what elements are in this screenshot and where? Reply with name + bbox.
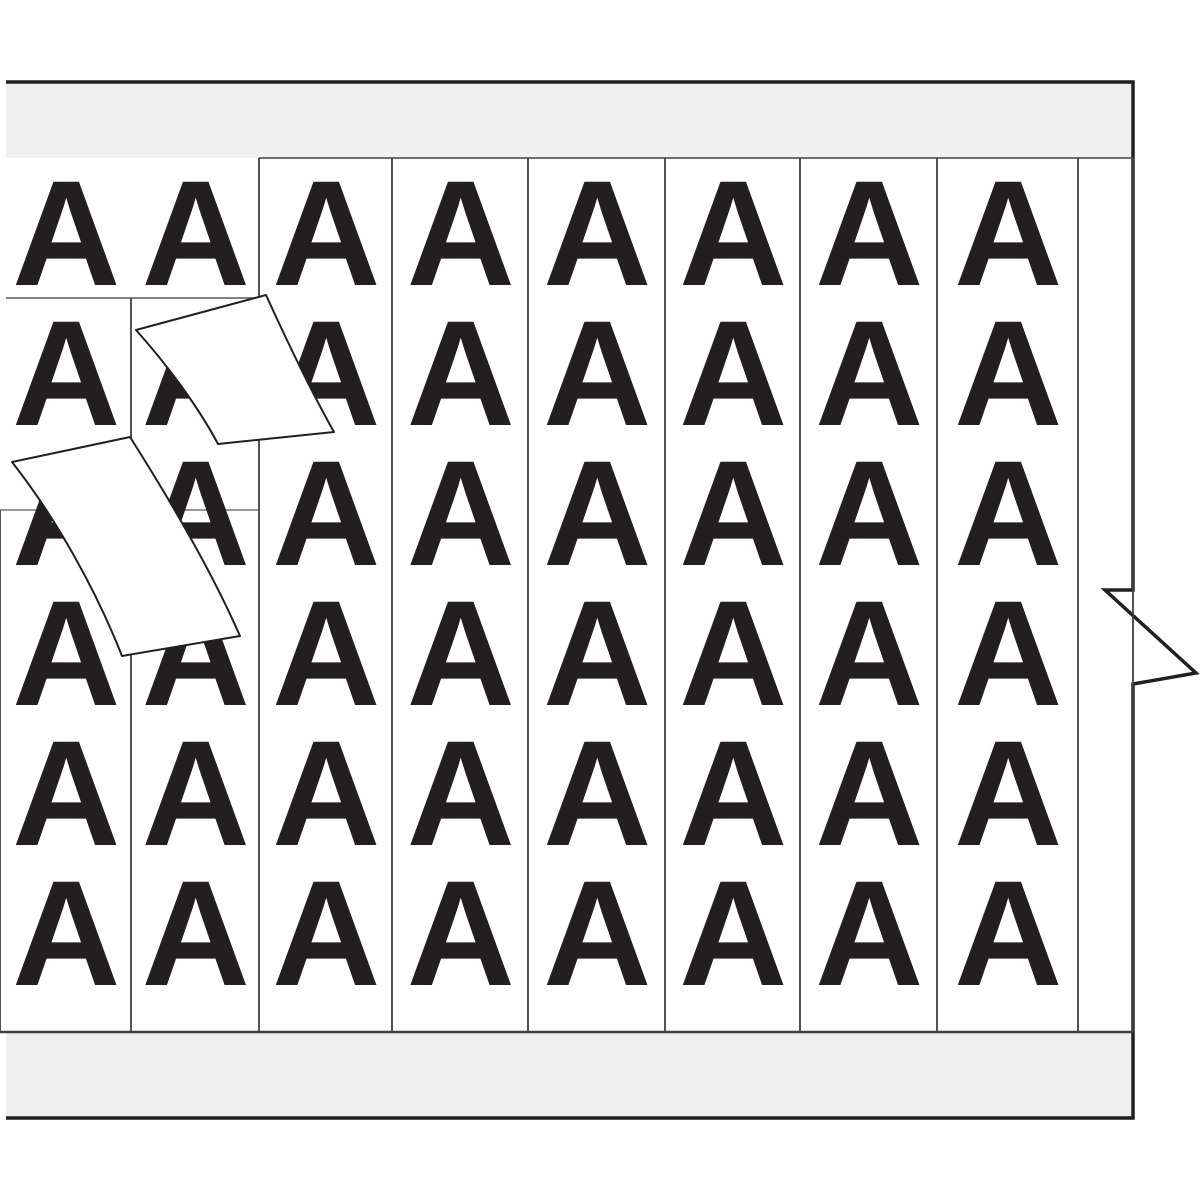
label-letter: A xyxy=(543,849,651,1017)
label-letter: A xyxy=(543,429,651,597)
label-letter: A xyxy=(406,149,515,317)
label-letter: A xyxy=(406,849,515,1017)
label-letter: A xyxy=(12,709,120,877)
label-letter: A xyxy=(406,289,515,457)
label-letter: A xyxy=(12,429,120,597)
label-letter: A xyxy=(141,429,250,597)
label-letter: A xyxy=(954,849,1062,1017)
label-letter: A xyxy=(272,289,380,457)
label-letter: A xyxy=(141,149,250,317)
label-letter: A xyxy=(679,149,787,317)
label-letter: A xyxy=(272,709,380,877)
label-letter: A xyxy=(406,569,515,737)
label-letter: A xyxy=(12,149,120,317)
label-letter: A xyxy=(543,149,651,317)
label-letter: A xyxy=(679,849,787,1017)
label-letter: A xyxy=(543,569,651,737)
label-letter: A xyxy=(12,849,120,1017)
label-letter: A xyxy=(815,149,923,317)
label-letter: A xyxy=(141,849,250,1017)
label-letter: A xyxy=(954,429,1062,597)
label-letter: A xyxy=(543,289,651,457)
label-letter: A xyxy=(141,289,250,457)
label-letter: A xyxy=(954,149,1062,317)
label-letter: A xyxy=(406,709,515,877)
label-letter: A xyxy=(141,569,250,737)
backing-bottom-band xyxy=(6,1032,1133,1118)
label-letter: A xyxy=(954,709,1062,877)
label-letter: A xyxy=(815,849,923,1017)
label-letter: A xyxy=(815,569,923,737)
label-letter: A xyxy=(272,149,380,317)
label-letter: A xyxy=(954,289,1062,457)
label-letter: A xyxy=(815,429,923,597)
label-letter: A xyxy=(406,429,515,597)
label-letter: A xyxy=(954,569,1062,737)
label-letter: A xyxy=(679,289,787,457)
label-letter: A xyxy=(272,429,380,597)
label-letter: A xyxy=(679,429,787,597)
label-letter: A xyxy=(12,289,120,457)
label-letter: A xyxy=(815,709,923,877)
label-letter: A xyxy=(679,709,787,877)
label-letter: A xyxy=(272,569,380,737)
label-letter: A xyxy=(272,849,380,1017)
label-letter: A xyxy=(543,709,651,877)
label-letter: A xyxy=(815,289,923,457)
label-letter: A xyxy=(679,569,787,737)
label-letter: A xyxy=(141,709,250,877)
label-letter: A xyxy=(12,569,120,737)
